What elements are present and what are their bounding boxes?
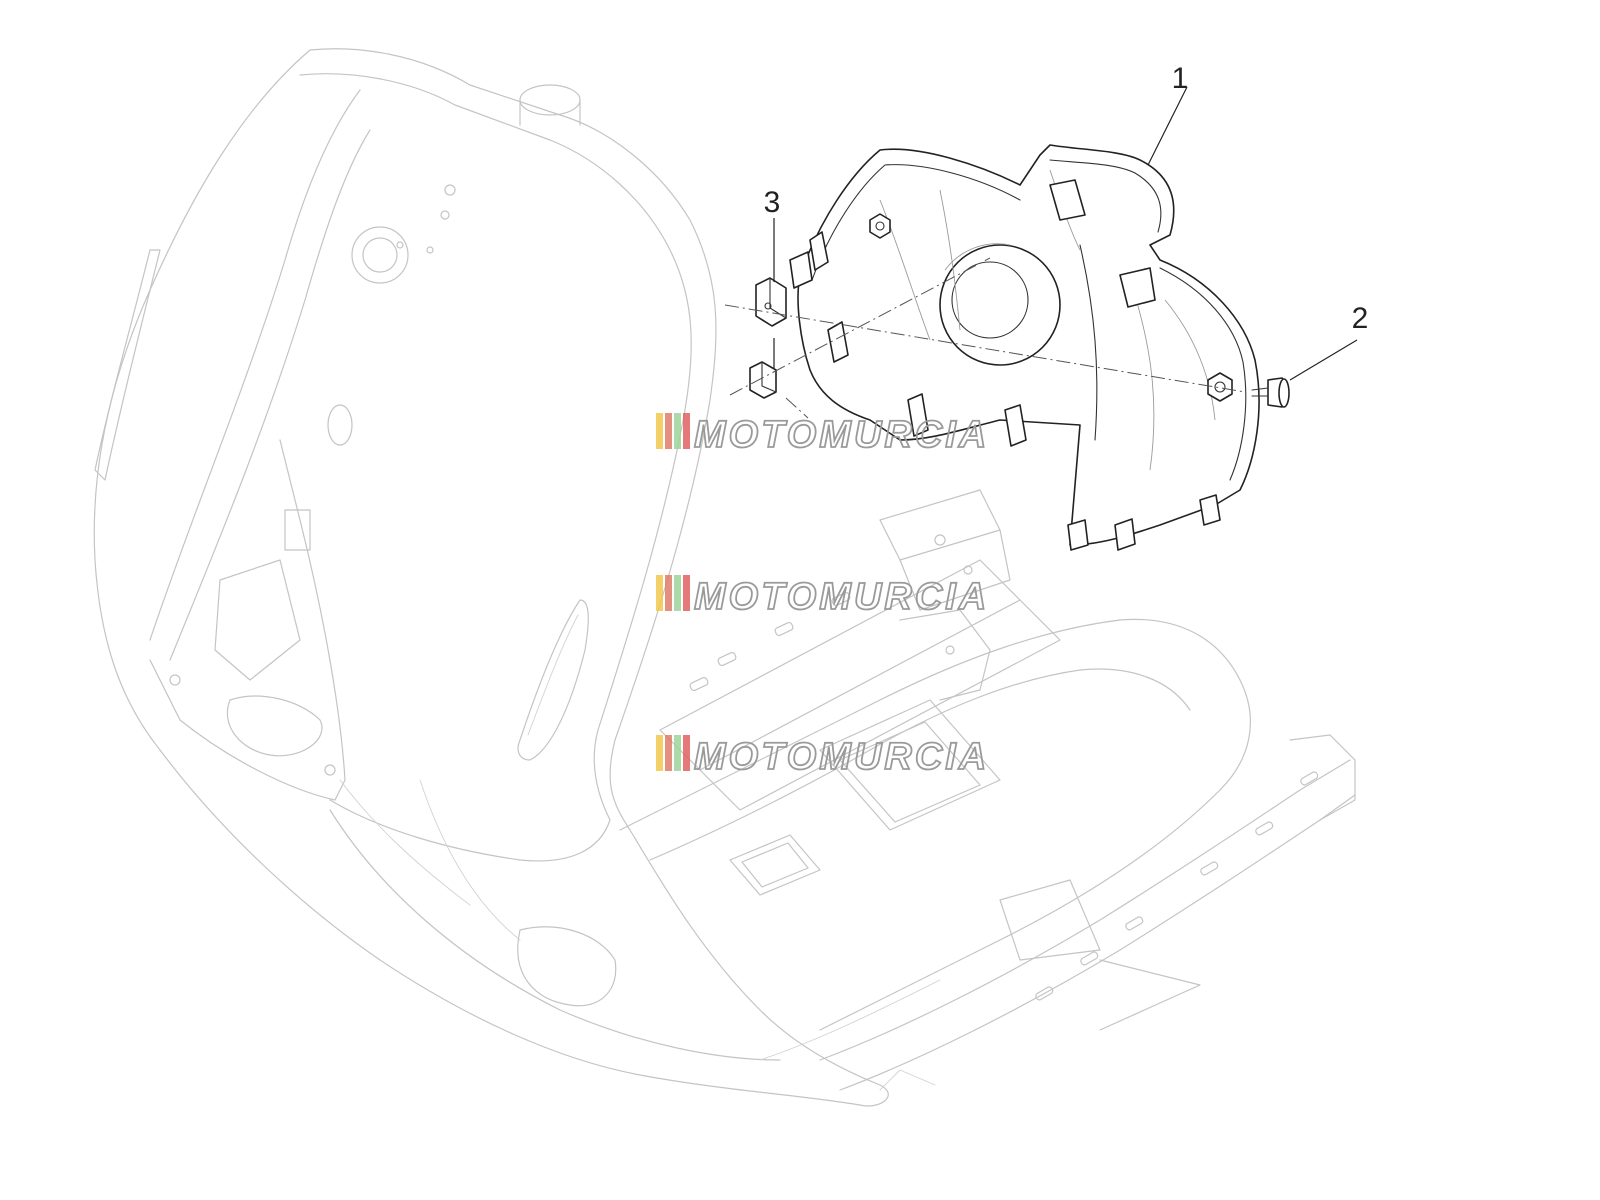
- clip-part-upper[interactable]: [755, 277, 787, 327]
- front-shield-ghost: [93, 48, 889, 1107]
- watermark-3: MOTOMURCIA: [656, 735, 989, 779]
- callout-3: 3: [764, 186, 781, 219]
- inner-leg-shield-part[interactable]: [789, 144, 1260, 551]
- watermark-text: MOTOMURCIA: [694, 576, 989, 618]
- callout-2: 2: [1352, 302, 1369, 335]
- watermark-1: MOTOMURCIA: [656, 413, 989, 457]
- clip-part-lower[interactable]: [749, 361, 777, 399]
- watermark-stripes: [656, 735, 690, 771]
- assembly-lines: [724, 257, 1246, 419]
- watermark-stripes: [656, 575, 690, 611]
- watermark-text: MOTOMURCIA: [694, 414, 989, 456]
- watermark-stripes: [656, 413, 690, 449]
- callout-leaders: [773, 86, 1358, 381]
- screw-part[interactable]: [1251, 377, 1290, 408]
- floorboard-frame-ghost: [619, 489, 1356, 1091]
- watermark-text: MOTOMURCIA: [694, 736, 989, 778]
- rail-slots: [1035, 771, 1319, 1001]
- mounting-nut-upper: [869, 213, 891, 239]
- callout-1: 1: [1172, 62, 1189, 95]
- mounting-nut-lower: [1207, 372, 1233, 402]
- tunnel-slots: [689, 591, 851, 692]
- watermark-2: MOTOMURCIA: [656, 575, 989, 619]
